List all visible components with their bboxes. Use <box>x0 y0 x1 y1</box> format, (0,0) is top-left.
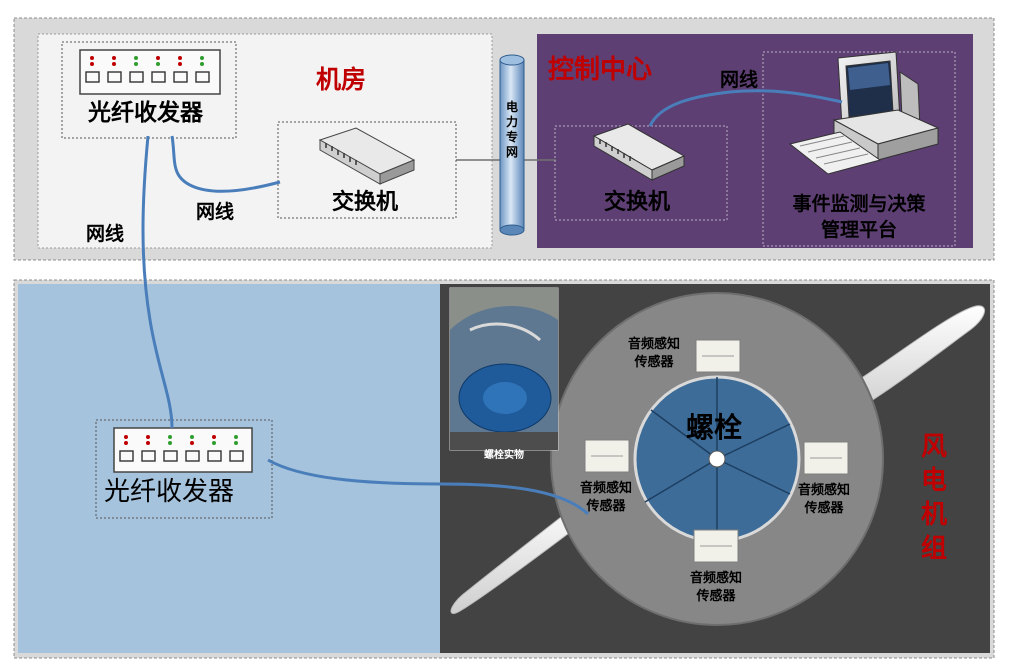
farm-transceiver-box <box>95 419 273 519</box>
pipe-label: 电力专网 <box>505 100 518 159</box>
sensor-left-label-line2: 传感器 <box>586 499 626 514</box>
bolt-photo <box>449 287 559 451</box>
sensor-left <box>584 439 630 473</box>
transceiver-to-switch-cable <box>170 135 281 193</box>
sensor-top-label-line1: 音频感知 <box>627 337 680 352</box>
sensor-bottom <box>693 529 739 563</box>
platform-label-line1: 事件监测与决策 <box>792 193 926 215</box>
bolt-hub <box>633 375 801 543</box>
sensor-right-label-line1: 音频感知 <box>797 483 850 498</box>
sensor-right <box>803 441 849 475</box>
farm-transceiver-to-sensor-cable <box>267 458 590 516</box>
room-transceiver-device <box>79 49 221 95</box>
power-network-pipe <box>499 54 525 236</box>
room-transceiver-label: 光纤收发器 <box>88 100 203 126</box>
platform-box <box>762 51 956 247</box>
sensor-top <box>695 339 741 373</box>
control-center-title: 控制中心 <box>548 55 653 85</box>
room-to-farm-transceiver-cable <box>141 135 174 429</box>
control-switch-label: 交换机 <box>604 190 671 215</box>
sensor-left-label-line1: 音频感知 <box>579 481 632 496</box>
cable-label-top: 网线 <box>196 201 235 223</box>
control-switch-box <box>554 125 728 221</box>
bolt-photo-caption: 螺栓实物 <box>484 450 524 461</box>
platform-label-line2: 管理平台 <box>820 219 897 241</box>
control-switch-device <box>592 123 686 181</box>
control-switch-to-computer-cable <box>648 89 843 127</box>
machine-room-title: 机房 <box>316 65 367 94</box>
wind-turbine-label: 风电机组 <box>920 432 947 564</box>
room-switch-device <box>318 127 416 185</box>
cable-label-control: 网线 <box>720 69 759 91</box>
sensor-right-label-line2: 传感器 <box>804 501 844 516</box>
farm-transceiver-device <box>113 427 253 473</box>
room-switch-label: 交换机 <box>332 190 399 215</box>
sensor-bottom-label-line2: 传感器 <box>696 589 736 604</box>
computer-icon <box>788 51 940 175</box>
room-switch-box <box>277 121 457 219</box>
sensor-bottom-label-line1: 音频感知 <box>689 571 742 586</box>
sensor-top-label-line2: 传感器 <box>634 355 674 370</box>
farm-transceiver-label: 光纤收发器 <box>104 477 235 507</box>
bolt-label: 螺栓 <box>686 411 743 444</box>
cable-label-left: 网线 <box>86 223 125 245</box>
